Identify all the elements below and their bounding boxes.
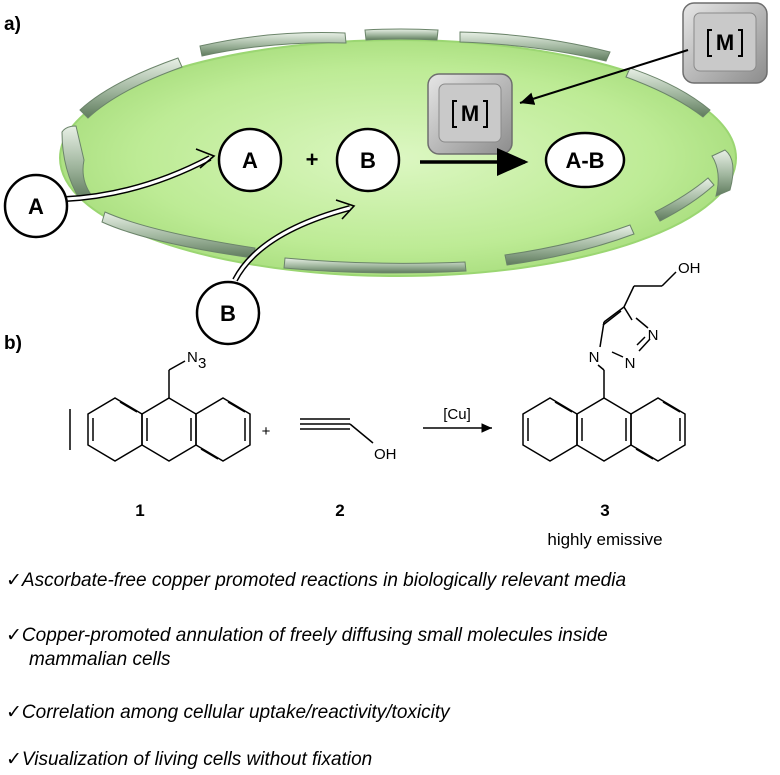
checkmark-icon: ✓ (6, 702, 22, 723)
checkmark-icon: ✓ (6, 625, 22, 646)
compound-3-structure (522, 271, 686, 462)
membrane-segment (283, 257, 467, 274)
reaction-plus-b: + (262, 423, 271, 440)
compound-number-1: 1 (135, 501, 144, 520)
outside-molecule-b: B (195, 280, 261, 346)
propargyl-OH-label: OH (374, 446, 397, 463)
diffusion-arrow-b (232, 199, 356, 282)
membrane-segment (459, 31, 611, 62)
product-OH-label: OH (678, 260, 701, 277)
product-molecule: A-B (544, 131, 626, 189)
azide-subscript: 3 (198, 355, 206, 372)
compound-2-structure (300, 418, 374, 444)
svg-text:A-B: A-B (565, 148, 604, 173)
finding-text: mammalian cells (29, 649, 171, 670)
outside-molecule-a: A (3, 173, 69, 239)
cell-membrane (61, 28, 734, 274)
panel-b-label: b) (4, 333, 22, 354)
finding-text: Correlation among cellular uptake/reacti… (21, 702, 450, 723)
bracket-right (738, 29, 743, 57)
membrane-segment (625, 67, 711, 118)
finding-text: Copper-promoted annulation of freely dif… (21, 625, 608, 646)
inside-molecule-b: B (335, 127, 401, 193)
membrane-segment (654, 177, 715, 222)
membrane-segment (504, 224, 635, 266)
inside-molecule-a: A (217, 127, 283, 193)
triazole-N2-label: N (625, 355, 636, 372)
triazole-N3-label: N (648, 327, 659, 344)
metal-catalyst-inside: M (427, 73, 513, 155)
membrane-segment (199, 32, 347, 57)
checkmark-icon: ✓ (6, 749, 22, 770)
finding-item: ✓Copper-promoted annulation of freely di… (6, 624, 608, 648)
membrane-segment (364, 28, 439, 41)
checkmark-icon: ✓ (6, 570, 22, 591)
triazole-N1-label: N (589, 349, 600, 366)
catalyst-label: [Cu] (443, 406, 471, 423)
membrane-segment (711, 149, 734, 197)
finding-item-continued: mammalian cells (29, 648, 170, 672)
metal-label: M (716, 30, 734, 55)
figure-scene: a) b) M M (3, 2, 768, 549)
compound-1-structure (69, 360, 251, 462)
finding-item: ✓Correlation among cellular uptake/react… (6, 701, 450, 725)
diffusion-arrow-a (65, 148, 216, 202)
metal-catalyst-outside: M (682, 2, 768, 84)
reaction-plus: + (306, 147, 319, 172)
finding-text: Visualization of living cells without fi… (21, 749, 373, 770)
metal-label: M (461, 101, 479, 126)
bracket-left (452, 100, 457, 128)
svg-text:A: A (242, 148, 258, 173)
bracket-right (483, 100, 488, 128)
finding-item: ✓Ascorbate-free copper promoted reaction… (6, 569, 626, 593)
bracket-left (707, 29, 712, 57)
svg-text:B: B (220, 301, 236, 326)
finding-item: ✓Visualization of living cells without f… (6, 748, 372, 772)
panel-a-label: a) (4, 14, 21, 35)
compound-number-2: 2 (335, 501, 344, 520)
compound-number-3: 3 (600, 501, 609, 520)
product-caption: highly emissive (547, 530, 662, 549)
finding-text: Ascorbate-free copper promoted reactions… (21, 570, 627, 591)
membrane-segment (79, 57, 183, 119)
membrane-segment (61, 125, 93, 201)
svg-text:A: A (28, 194, 44, 219)
svg-text:B: B (360, 148, 376, 173)
azide-N-label: N (187, 349, 198, 366)
metal-uptake-arrow (519, 49, 689, 105)
